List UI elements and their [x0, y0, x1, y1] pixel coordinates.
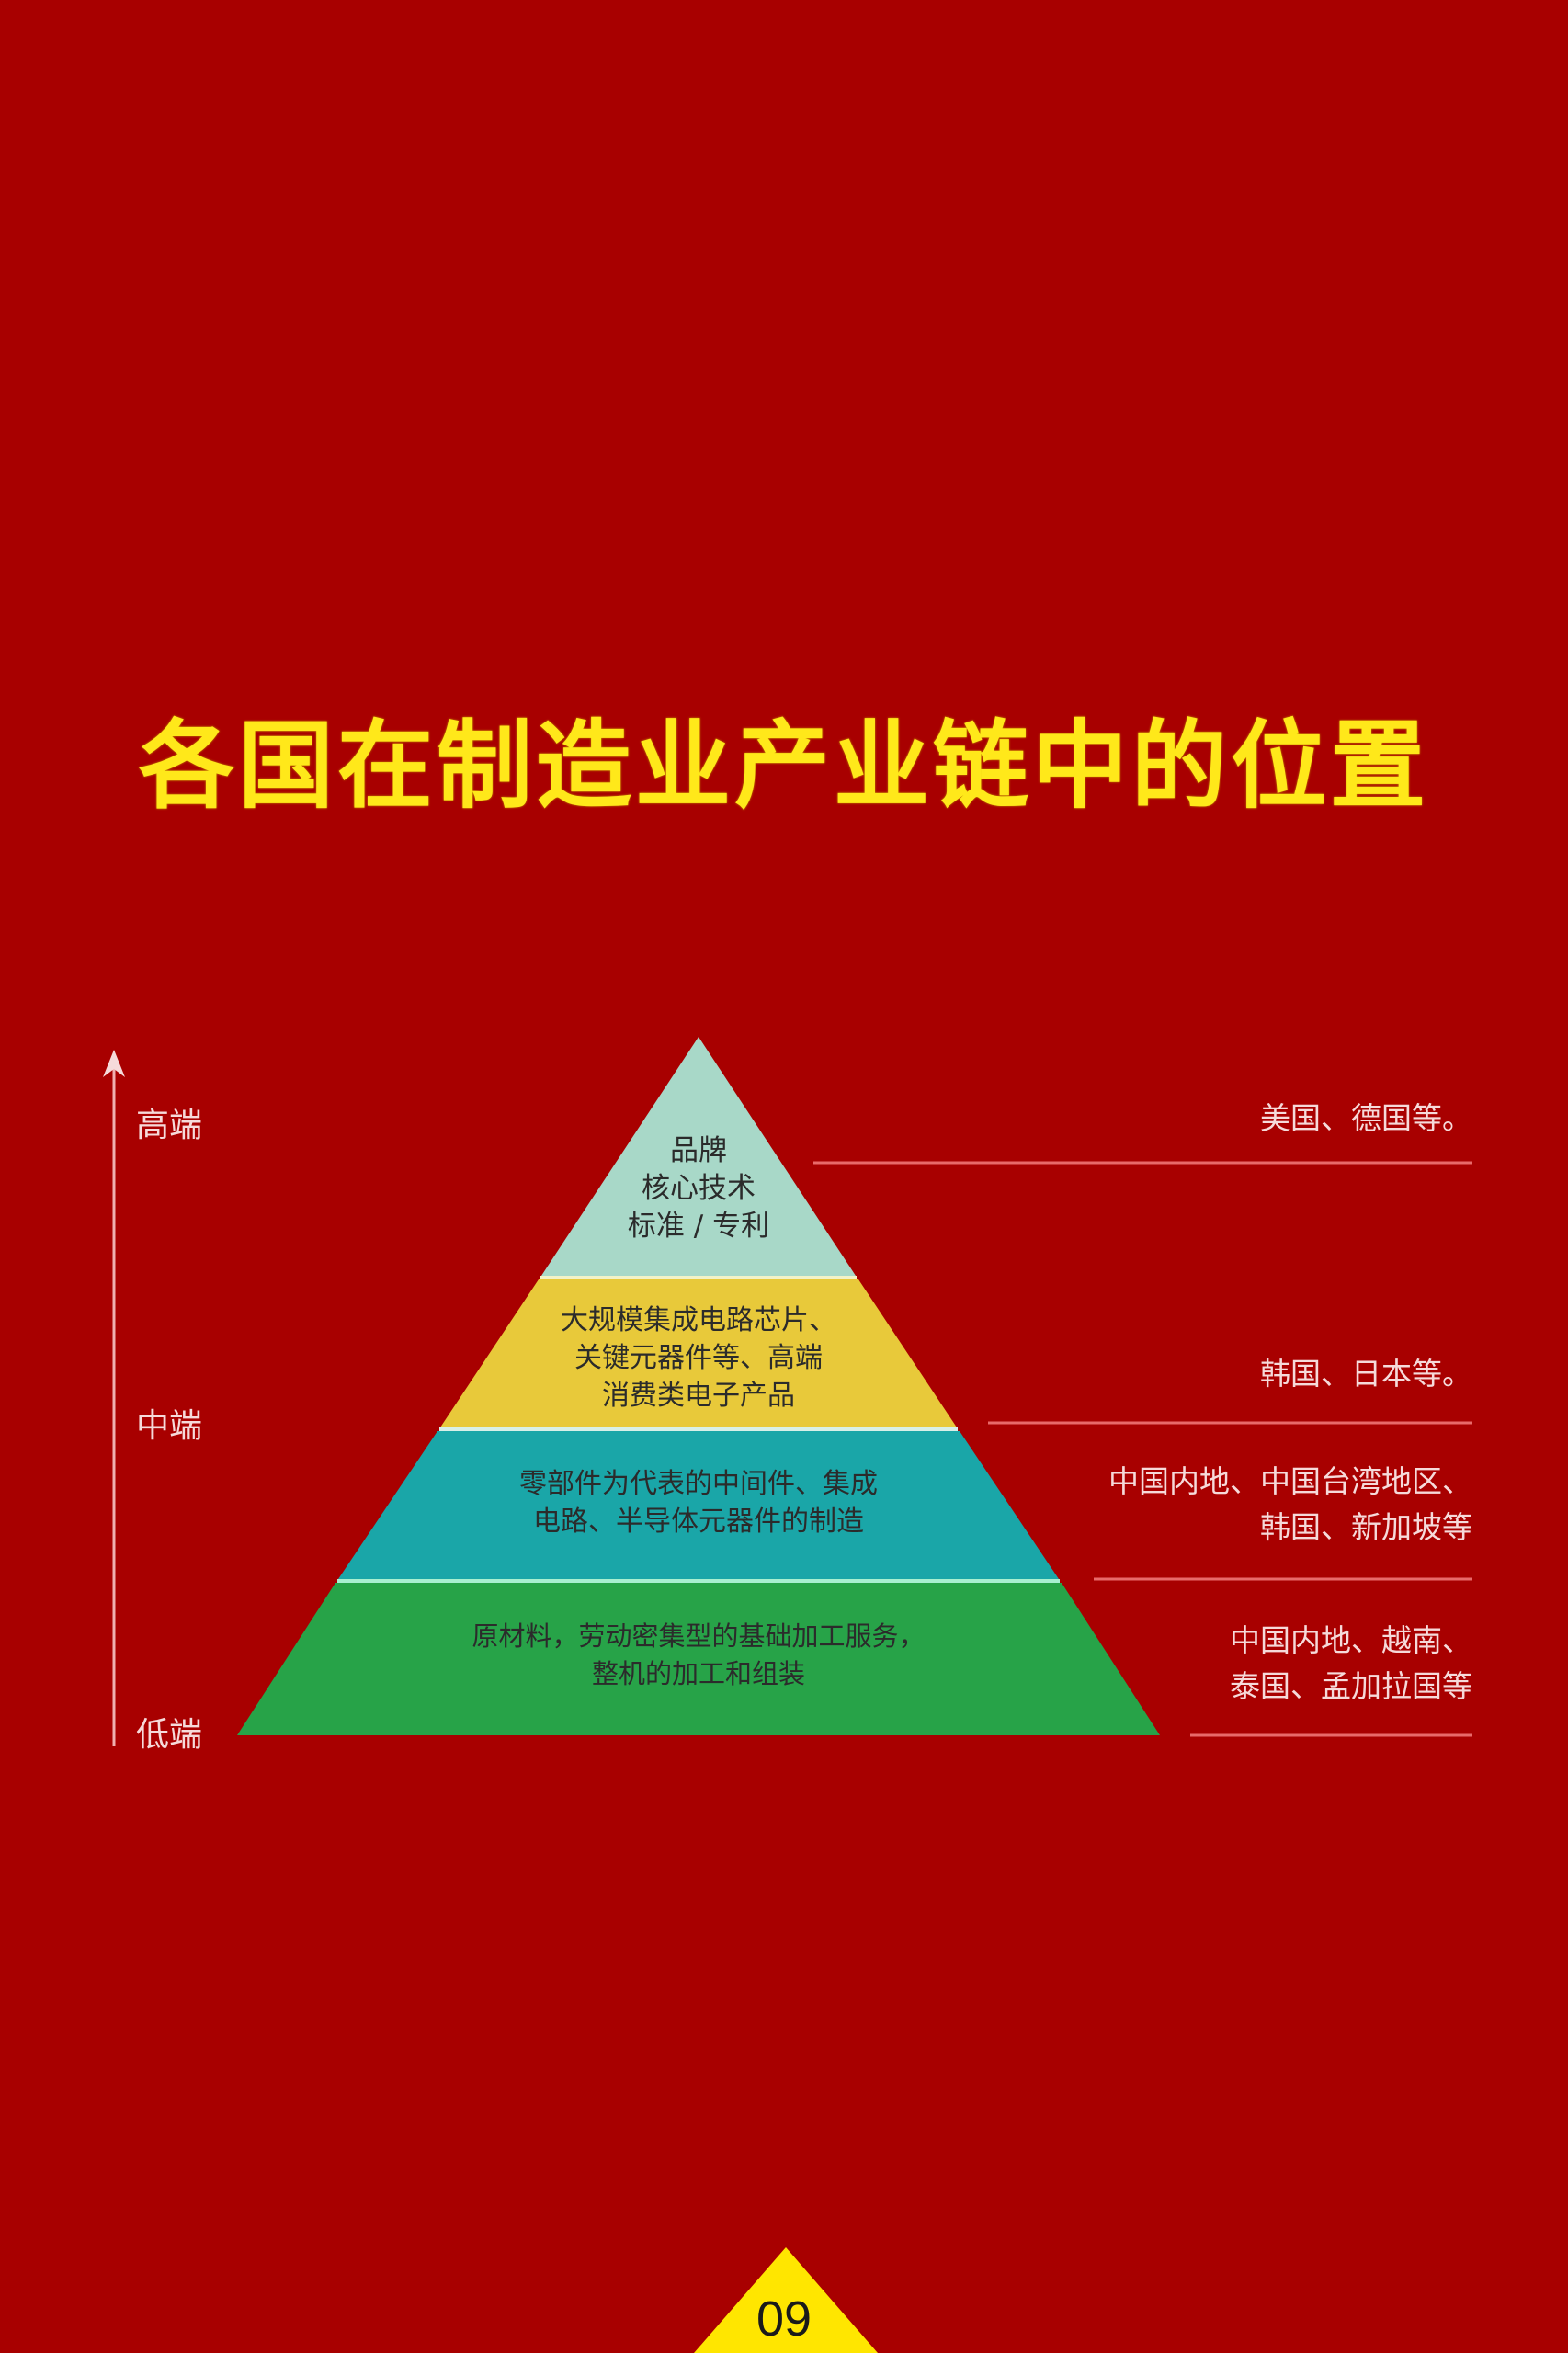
country-label-bottom: 中国内地、越南、 泰国、孟加拉国等: [1230, 1622, 1472, 1704]
pyramid: [237, 1037, 1160, 1735]
axis-label-low: 低端: [136, 1716, 203, 1754]
axis-label-mid: 中端: [136, 1407, 203, 1445]
page-number: 09: [756, 2291, 812, 2347]
axis-label-high: 高端: [136, 1107, 203, 1144]
country-label-upper-middle: 韩国、日本等。: [1260, 1356, 1472, 1392]
page-title: 各国在制造业产业链中的位置: [138, 710, 1429, 822]
pyramid-tier-bottom: [237, 1583, 1160, 1735]
pyramid-tier-upper-middle: [440, 1279, 957, 1427]
vertical-axis: [103, 1050, 125, 1746]
pyramid-tier-top: [541, 1037, 856, 1276]
pyramid-tier-lower-middle: [338, 1431, 1059, 1579]
country-label-top: 美国、德国等。: [1260, 1100, 1472, 1136]
arrow-up-icon: [103, 1050, 125, 1077]
country-label-lower-middle: 中国内地、中国台湾地区、 韩国、新加坡等: [1108, 1463, 1472, 1545]
tier-text-top: 品牌 核心技术 标准 / 专利: [627, 1134, 770, 1243]
tier-text-upper-middle: 大规模集成电路芯片、 关键元器件等、高端 消费类电子产品: [561, 1304, 836, 1412]
tier-text-lower-middle: 零部件为代表的中间件、集成 电路、半导体元器件的制造: [519, 1468, 878, 1538]
country-rules: [813, 1161, 1472, 1737]
tier-text-bottom: 原材料，劳动密集型的基础加工服务， 整机的加工和组装: [472, 1620, 926, 1689]
page-badge: [694, 2247, 878, 2353]
